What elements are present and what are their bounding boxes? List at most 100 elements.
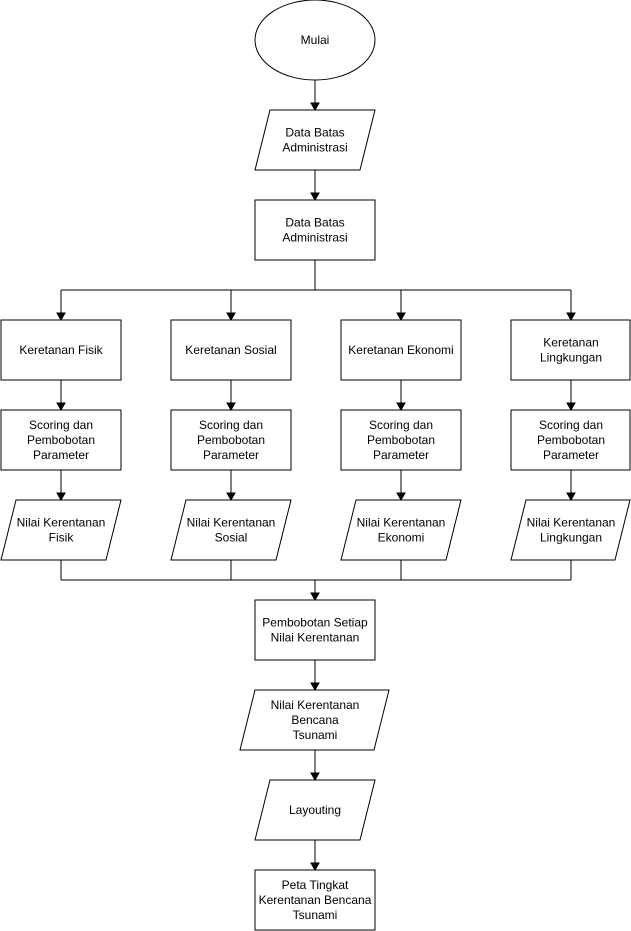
arrowhead [566, 492, 576, 502]
label-line: Scoring dan [539, 418, 603, 432]
pembobotan-rect [254, 599, 376, 661]
arrowhead [310, 682, 320, 692]
label-line: Pembobotan [537, 433, 605, 447]
label-line: Parameter [543, 448, 599, 462]
nilai-fisik-parallelogram [0, 499, 122, 561]
label-line: Ekonomi [378, 531, 425, 545]
flowchart-edges [56, 80, 576, 872]
label-line: Administrasi [282, 231, 347, 245]
fisik-node: Keretanan Fisik [0, 319, 122, 381]
label-line: Lingkungan [540, 351, 602, 365]
label-line: Nilai Kerentanan [271, 631, 360, 645]
label-line: Parameter [203, 448, 259, 462]
label-line: Sosial [215, 531, 248, 545]
start-node: Mulai [254, 0, 376, 81]
label-line: Parameter [33, 448, 89, 462]
layouting-node: Layouting [254, 779, 376, 841]
scoring-ekonomi-rect [340, 409, 462, 471]
arrowhead [396, 492, 406, 502]
peta-rect [254, 869, 376, 931]
nilai-tsunami-parallelogram [239, 689, 390, 751]
label-line: Pembobotan [367, 433, 435, 447]
scoring-lingkungan-rect [510, 409, 631, 471]
label-line: Nilai Kerentanan [187, 516, 276, 530]
arrowhead [310, 772, 320, 782]
ekonomi-node: Keretanan Ekonomi [340, 319, 462, 381]
ekonomi-rect [340, 319, 462, 381]
label-line: Data Batas [285, 126, 344, 140]
arrowhead [566, 312, 576, 322]
label-line: Pembobotan [197, 433, 265, 447]
sosial-label: Keretanan Sosial [185, 343, 276, 357]
arrowhead [226, 492, 236, 502]
label-line: Fisik [49, 531, 75, 545]
label-line: Layouting [289, 803, 341, 817]
arrowhead [310, 102, 320, 112]
label-line: Lingkungan [540, 531, 602, 545]
label-line: Peta Tingkat [282, 878, 349, 892]
lingkungan-rect [510, 319, 631, 381]
sosial-node: Keretanan Sosial [170, 319, 292, 381]
label-line: Mulai [301, 33, 330, 47]
label-line: Nilai Kerentanan [17, 516, 106, 530]
start-ellipse [254, 0, 376, 81]
label-line: Tsunami [293, 908, 338, 922]
arrowhead [310, 192, 320, 202]
label-line: Keretanan Fisik [19, 343, 103, 357]
arrowhead [566, 402, 576, 412]
arrowhead [226, 312, 236, 322]
arrowhead [310, 862, 320, 872]
input-admin-parallelogram [254, 109, 376, 171]
arrowhead [56, 312, 66, 322]
label-line: Scoring dan [29, 418, 93, 432]
sosial-rect [170, 319, 292, 381]
scoring-fisik-rect [0, 409, 122, 471]
label-line: Tsunami [293, 728, 338, 742]
layouting-parallelogram [254, 779, 376, 841]
label-line: Pembobotan Setiap [262, 616, 368, 630]
scoring-sosial-rect [170, 409, 292, 471]
arrowhead [396, 312, 406, 322]
fisik-label: Keretanan Fisik [19, 343, 103, 357]
process-admin-rect [254, 199, 376, 261]
ekonomi-label: Keretanan Ekonomi [348, 343, 453, 357]
nilai-sosial-parallelogram [170, 499, 292, 561]
arrowhead [56, 492, 66, 502]
arrowhead [310, 592, 320, 602]
label-line: Bencana [291, 713, 339, 727]
label-line: Nilai Kerentanan [357, 516, 446, 530]
label-line: Pembobotan [27, 433, 95, 447]
arrowhead [56, 402, 66, 412]
label-line: Nilai Kerentanan [527, 516, 616, 530]
label-line: Scoring dan [369, 418, 433, 432]
start-label: Mulai [301, 33, 330, 47]
label-line: Parameter [373, 448, 429, 462]
fisik-rect [0, 319, 122, 381]
label-line: Scoring dan [199, 418, 263, 432]
